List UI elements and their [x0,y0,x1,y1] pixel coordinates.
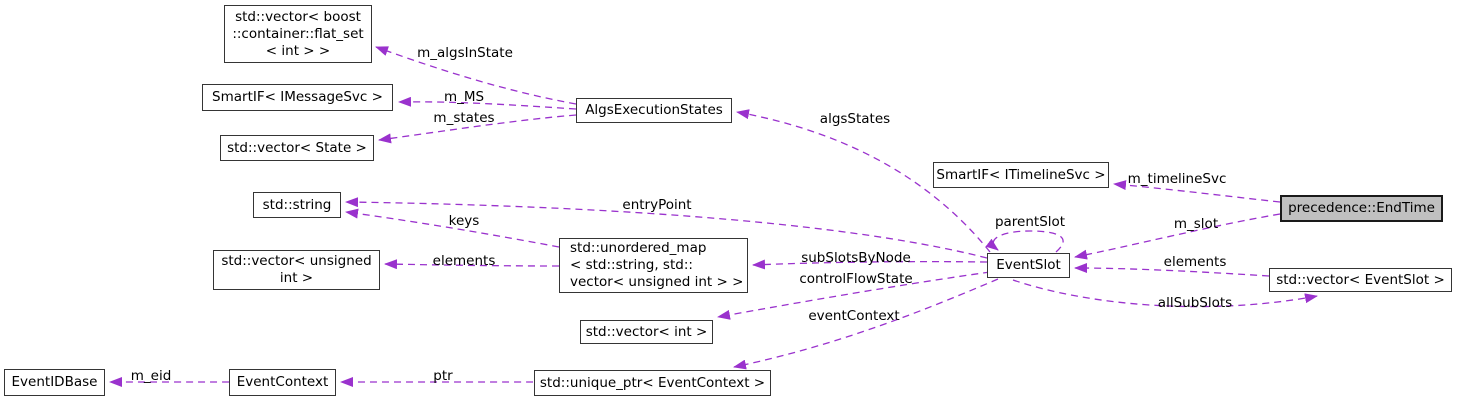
edge-label-m-timeline-svc: m_timelineSvc [1127,171,1227,187]
edge-all-sub-slots [1012,279,1318,308]
node-vector-event-slot[interactable]: std::vector< EventSlot > [1269,268,1452,292]
node-event-slot[interactable]: EventSlot [987,253,1070,278]
node-label-line: std::vector< State > [227,139,367,156]
node-vector-int[interactable]: std::vector< int > [580,320,713,344]
node-label-line: std::vector< unsigned [221,253,372,269]
node-label-line: std::unordered_map [570,240,707,256]
node-unordered-map[interactable]: std::unordered_map < std::string, std:: … [559,238,748,293]
edge-label-algs-states: algsStates [819,111,891,127]
node-label-line: vector< unsigned int > > [570,274,744,290]
node-label-line: precedence::EndTime [1288,200,1435,216]
edge-parent-slot [985,230,1064,253]
node-vector-boost-flat-set[interactable]: std::vector< boost ::container::flat_set… [224,5,372,63]
node-std-string[interactable]: std::string [253,192,341,218]
node-smartif-itimelinesvc[interactable]: SmartIF< ITimelineSvc > [933,162,1109,188]
edge-label-ptr: ptr [433,368,453,384]
edge-label-parent-slot: parentSlot [994,214,1066,230]
edge-label-elements-vector: elements [1163,254,1227,270]
node-smartif-imessagesvc[interactable]: SmartIF< IMessageSvc > [202,84,393,111]
edge-keys [345,208,560,248]
node-vector-unsigned-int[interactable]: std::vector< unsigned int > [213,250,380,290]
node-label-line: < int > > [265,42,331,59]
edge-label-control-flow-state: controlFlowState [799,271,913,287]
node-label-line: EventSlot [996,257,1061,273]
edge-m-slot [1074,213,1281,260]
edge-elements-map [384,259,560,270]
edge-label-entry-point: entryPoint [622,197,692,213]
node-precedence-end-time-current: precedence::EndTime [1280,195,1443,222]
node-label-line: int > [279,270,314,286]
edge-elements-vector [1074,263,1270,277]
edge-entry-point [345,197,988,259]
edge-label-event-context: eventContext [808,308,900,324]
node-label-line: std::string [262,196,332,213]
node-label-line: std::vector< boost [235,8,361,25]
edge-control-flow-state [717,271,991,320]
node-label-line: std::unique_ptr< EventContext > [539,374,766,391]
edge-label-m-ms: m_MS [443,89,485,105]
node-event-id-base[interactable]: EventIDBase [4,369,105,396]
edge-event-context [733,278,999,370]
node-label-line: std::vector< int > [585,323,708,340]
node-label-line: ::container::flat_set [232,25,364,42]
node-algs-execution-states[interactable]: AlgsExecutionStates [576,98,732,123]
edge-label-m-states: m_states [433,110,495,126]
edge-label-sub-slots-by-node: subSlotsByNode [801,250,911,266]
edge-m-states [378,114,577,144]
edge-sub-slots-by-node [752,259,988,270]
edge-label-keys: keys [448,213,480,229]
edge-m-ms [398,96,577,110]
edge-label-m-eid: m_eid [130,368,172,384]
node-label-line: EventIDBase [11,374,98,390]
node-label-line: < std::string, std:: [570,257,693,273]
edge-label-m-algs-in-state: m_algsInState [417,45,513,61]
node-label-line: EventContext [236,374,329,390]
node-event-context[interactable]: EventContext [229,369,336,396]
edge-m-algs-in-state [375,46,577,105]
edge-label-m-slot: m_slot [1173,216,1219,232]
node-label-line: AlgsExecutionStates [585,102,723,118]
edge-m-timeline-svc [1113,180,1281,203]
node-unique-ptr-event-context[interactable]: std::unique_ptr< EventContext > [534,370,771,396]
edge-label-all-sub-slots: allSubSlots [1157,295,1233,311]
edge-label-elements-map: elements [432,253,496,269]
node-label-line: SmartIF< IMessageSvc > [212,89,383,105]
node-vector-state[interactable]: std::vector< State > [220,135,374,161]
node-label-line: std::vector< EventSlot > [1276,271,1445,288]
node-label-line: SmartIF< ITimelineSvc > [936,166,1106,183]
